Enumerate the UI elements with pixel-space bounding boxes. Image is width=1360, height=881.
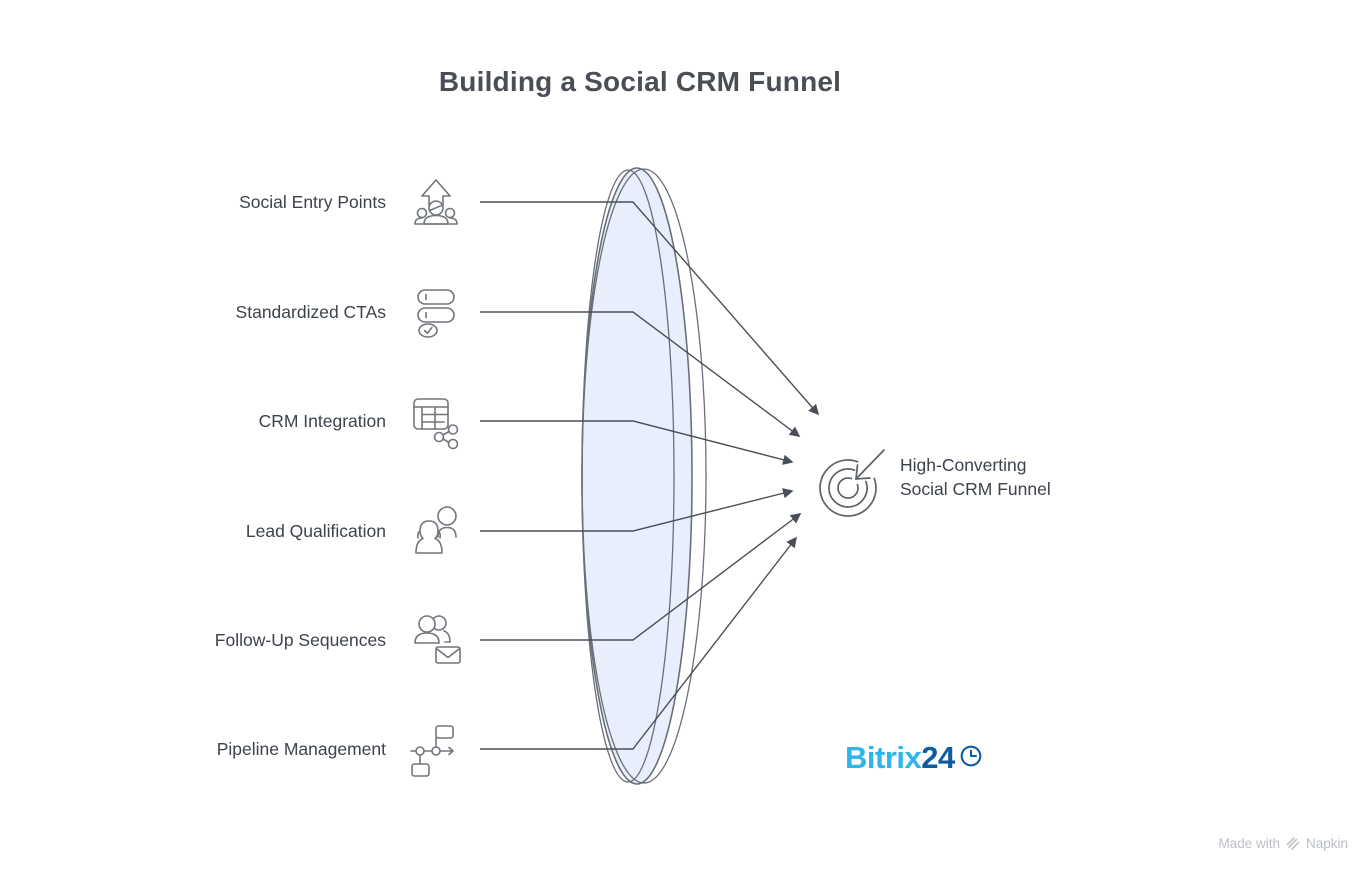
item-label: CRM Integration — [258, 410, 386, 431]
funnel-item-lead-qualification: Lead Qualification — [100, 500, 466, 562]
funnel-item-follow-up-sequences: Follow-Up Sequences — [100, 609, 466, 671]
credit-prefix: Made with — [1218, 835, 1280, 851]
connector-arrows — [480, 201, 820, 750]
lead-qualification-icon — [415, 506, 457, 554]
funnel-item-crm-integration: CRM Integration — [100, 390, 466, 452]
item-label: Standardized CTAs — [235, 301, 386, 322]
item-label: Lead Qualification — [245, 520, 386, 541]
credit-brand: Napkin — [1305, 835, 1348, 851]
connector-follow-up-sequences — [480, 513, 802, 641]
napkin-credit: Made with Napkin — [1218, 835, 1348, 851]
clock-icon — [960, 745, 982, 767]
funnel-item-social-entry-points: Social Entry Points — [100, 171, 466, 233]
connector-lead-qualification — [480, 488, 794, 532]
page-title: Building a Social CRM Funnel — [438, 66, 842, 97]
connector-crm-integration — [480, 420, 794, 465]
funnel-item-standardized-ctas: Standardized CTAs — [100, 281, 466, 343]
connector-standardized-ctas — [480, 311, 801, 437]
result-label: High-Converting Social CRM Funnel — [900, 453, 1051, 501]
item-label: Pipeline Management — [216, 738, 386, 759]
standardized-ctas-icon — [417, 289, 455, 338]
lens-shape — [581, 167, 707, 785]
funnel-item-pipeline-management: Pipeline Management — [100, 718, 466, 780]
result-line2: Social CRM Funnel — [900, 479, 1051, 499]
bitrix-logo-text-light: Bitrix — [845, 740, 922, 775]
napkin-icon — [1286, 837, 1300, 850]
crm-integration-icon — [413, 398, 459, 450]
result-line1: High-Converting — [900, 455, 1027, 475]
target-arrow-icon — [819, 449, 885, 517]
bitrix-logo-text-dark: 24 — [921, 740, 955, 775]
connector-social-entry-points — [480, 201, 820, 416]
connector-pipeline-management — [480, 536, 797, 750]
item-label: Follow-Up Sequences — [214, 629, 386, 650]
item-label: Social Entry Points — [239, 191, 386, 212]
pipeline-management-icon — [410, 725, 454, 777]
social-entry-points-icon — [414, 179, 458, 225]
follow-up-sequences-icon — [414, 615, 461, 664]
